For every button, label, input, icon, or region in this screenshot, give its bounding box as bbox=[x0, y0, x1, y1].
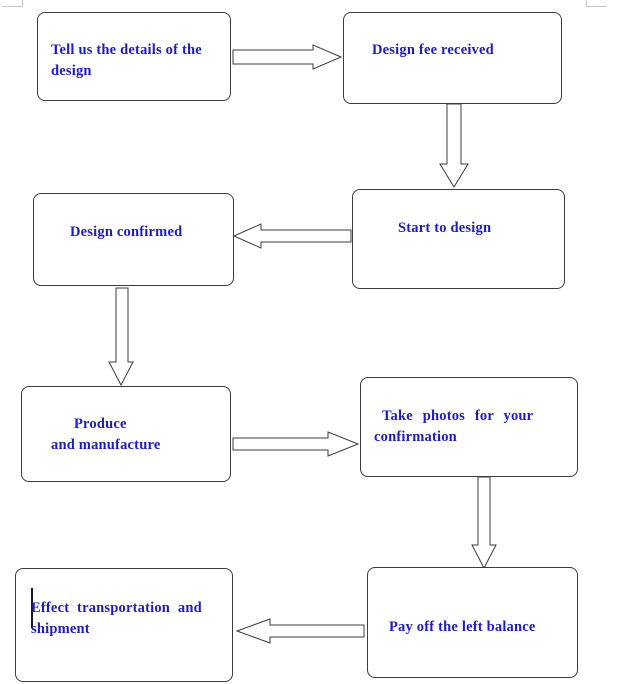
arrow-down-3 bbox=[471, 476, 497, 570]
step-text-line: Take photos for your bbox=[382, 408, 534, 424]
step-text-line: and manufacture bbox=[51, 437, 161, 453]
arrow-left-1 bbox=[232, 223, 352, 249]
step-text-line: Tell us the details of the bbox=[51, 42, 202, 58]
step-box-take-photos bbox=[360, 377, 578, 477]
arrow-left-2 bbox=[235, 618, 365, 644]
text-cursor bbox=[31, 588, 33, 628]
arrow-right-1 bbox=[232, 44, 343, 70]
page-corner-mark-right bbox=[586, 0, 607, 7]
step-text-take-photos: Take photos for your confirmation bbox=[374, 406, 563, 448]
step-text-line: design bbox=[51, 63, 92, 79]
step-box-start-design bbox=[352, 189, 565, 289]
step-box-design-confirmed bbox=[33, 193, 234, 286]
step-text-start-design: Start to design bbox=[398, 220, 492, 236]
step-box-produce bbox=[21, 386, 231, 482]
page-corner-mark-left bbox=[2, 0, 23, 7]
step-text-tell-details: Tell us the details of the design bbox=[51, 40, 218, 82]
step-text-line: shipment bbox=[31, 621, 90, 637]
step-box-design-fee bbox=[343, 12, 562, 104]
step-text-produce: Produce and manufacture bbox=[51, 414, 160, 456]
step-box-tell-details bbox=[37, 12, 231, 101]
arrow-down-1 bbox=[439, 103, 469, 188]
step-text-pay-balance: Pay off the left balance bbox=[389, 619, 536, 635]
step-box-pay-balance bbox=[367, 567, 578, 678]
step-text-line: Produce bbox=[74, 416, 127, 432]
step-text-design-confirmed: Design confirmed bbox=[70, 224, 183, 240]
step-text-design-fee: Design fee received bbox=[372, 42, 494, 58]
step-text-shipment: Effect transportation and shipment bbox=[31, 598, 217, 640]
step-text-line: Effect transportation and bbox=[31, 600, 202, 616]
arrow-right-2 bbox=[232, 431, 360, 457]
step-box-shipment bbox=[15, 568, 233, 682]
arrow-down-2 bbox=[108, 287, 134, 387]
step-text-line: confirmation bbox=[374, 429, 457, 445]
